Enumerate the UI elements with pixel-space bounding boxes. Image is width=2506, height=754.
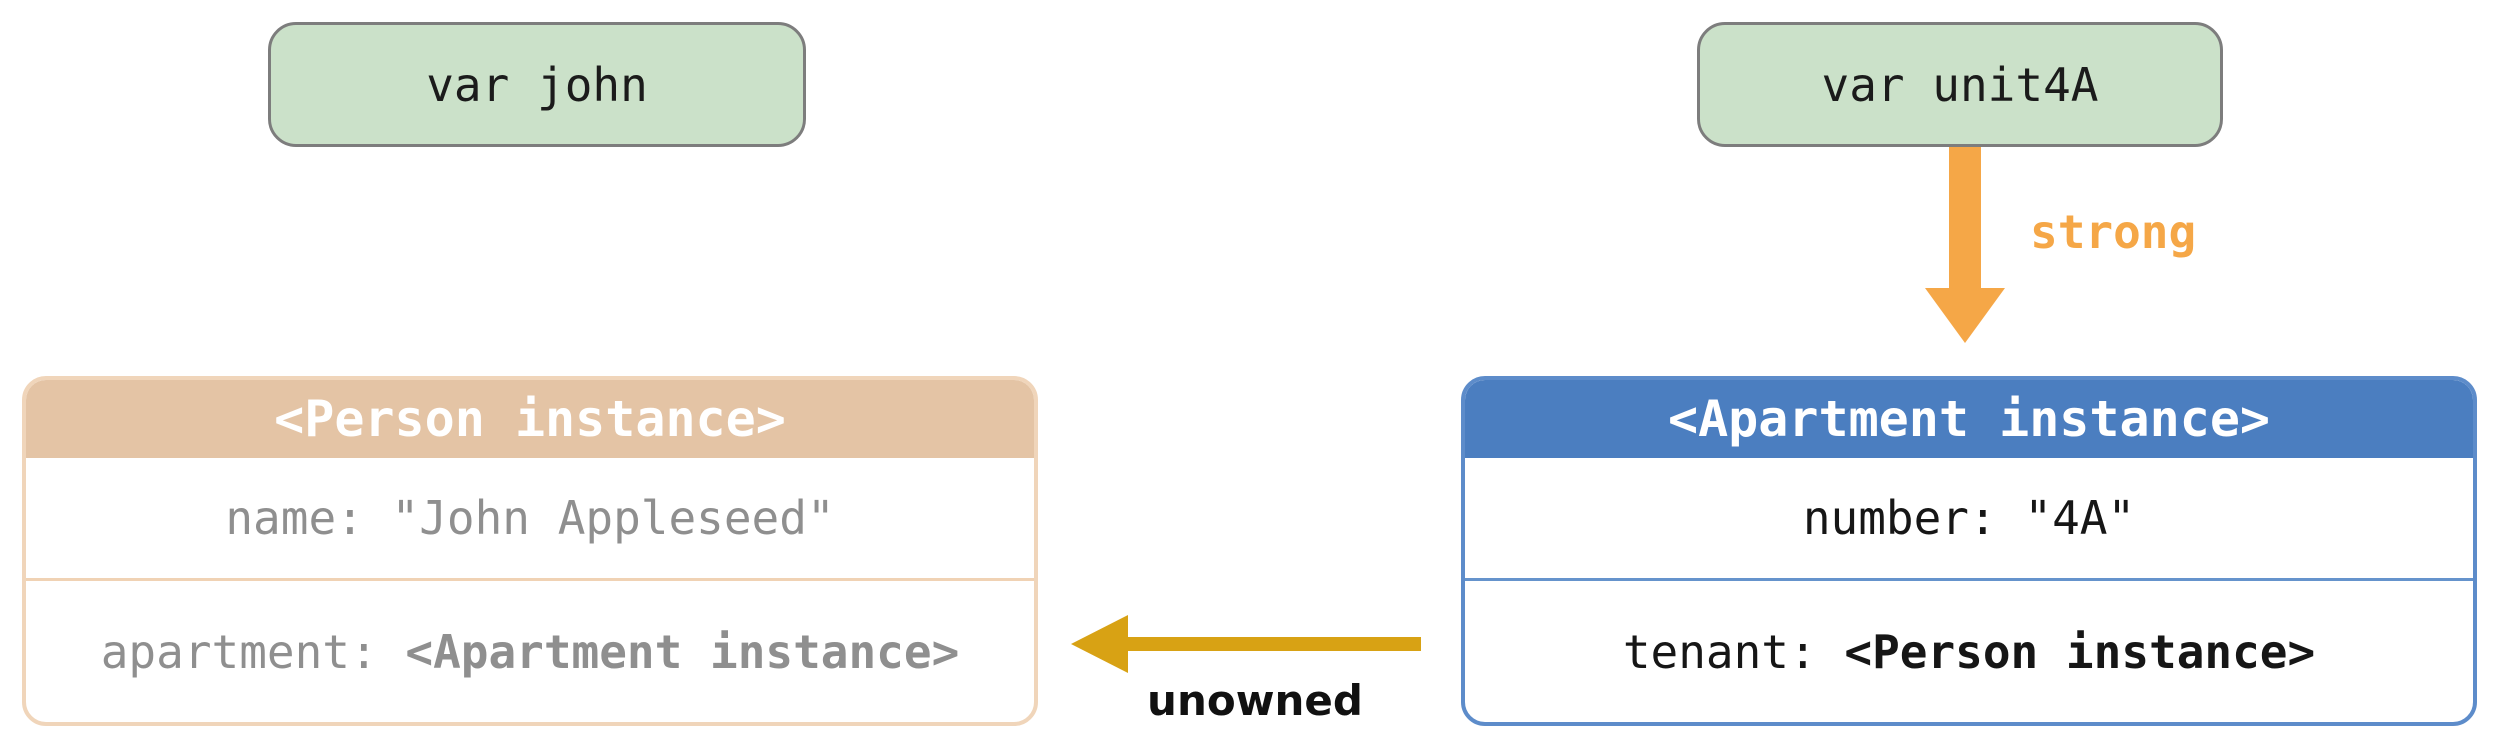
person-name-field-label: name: — [225, 491, 392, 545]
apartment-instance-box: <Apartment instance> number: "4A" tenant… — [1461, 376, 2477, 726]
person-row-divider — [26, 578, 1034, 581]
unowned-arrow-head-icon — [1071, 615, 1128, 673]
person-apartment-field: apartment: <Apartment instance> — [26, 581, 1034, 722]
person-apartment-field-label: apartment: — [100, 624, 406, 679]
strong-arrow-head-icon — [1925, 288, 2005, 343]
apartment-row-divider — [1465, 578, 2473, 581]
unowned-reference-label: unowned — [1147, 676, 1363, 725]
strong-arrow-shaft — [1949, 147, 1981, 290]
var-john-node: var john — [268, 22, 806, 147]
apartment-number-field-value: "4A" — [2024, 491, 2136, 545]
apartment-tenant-field-label: tenant: — [1622, 624, 1845, 679]
person-instance-title: <Person instance> — [26, 380, 1034, 458]
apartment-tenant-field-value: <Person instance> — [1844, 624, 2316, 679]
apartment-instance-title: <Apartment instance> — [1465, 380, 2473, 458]
person-name-field: name: "John Appleseed" — [26, 458, 1034, 578]
person-apartment-field-value: <Apartment instance> — [405, 624, 960, 679]
person-instance-box: <Person instance> name: "John Appleseed"… — [22, 376, 1038, 726]
apartment-number-field: number: "4A" — [1465, 458, 2473, 578]
var-unit4a-node: var unit4A — [1697, 22, 2223, 147]
apartment-tenant-field: tenant: <Person instance> — [1465, 581, 2473, 722]
unowned-arrow-shaft — [1126, 637, 1421, 651]
person-name-field-value: "John Appleseed" — [391, 491, 835, 545]
var-john-label: var john — [426, 57, 648, 112]
strong-reference-label: strong — [2030, 205, 2197, 259]
apartment-number-field-label: number: — [1802, 491, 2025, 545]
var-unit4a-label: var unit4A — [1821, 57, 2099, 112]
